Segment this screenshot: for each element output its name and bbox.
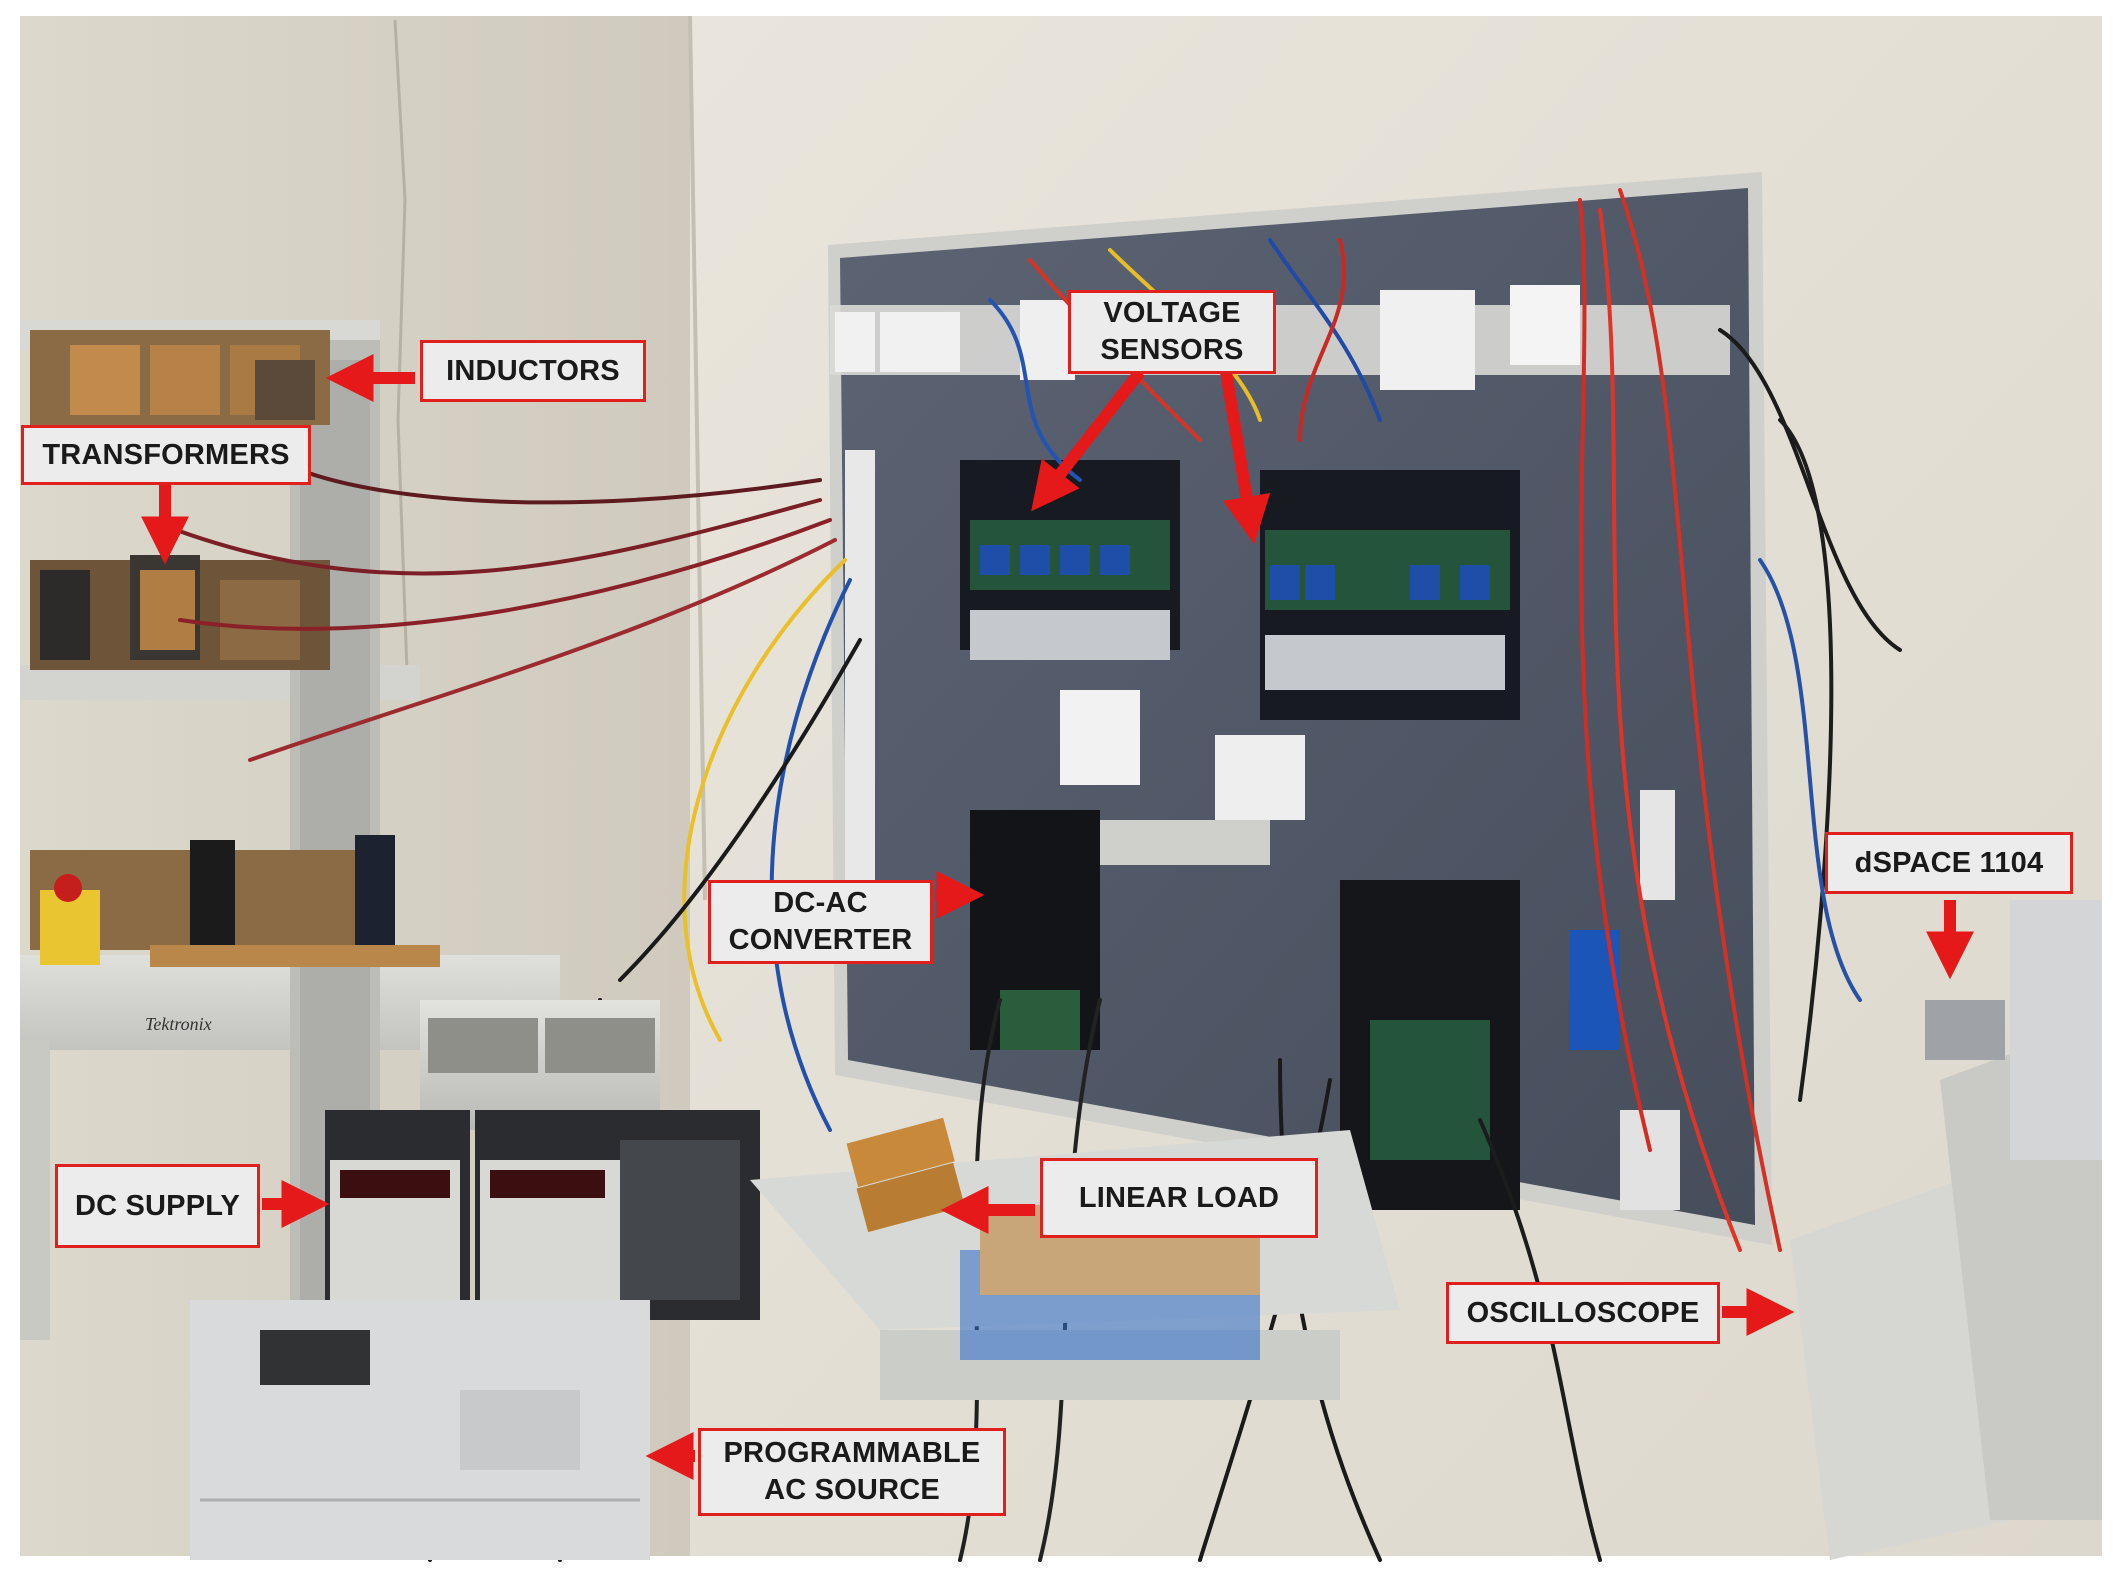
callout-oscilloscope: OSCILLOSCOPE [1446, 1282, 1720, 1344]
callout-dc-ac-line1: DC-AC [773, 887, 868, 919]
callout-dc-ac-converter: DC-AC CONVERTER [708, 880, 933, 964]
lower-shelf-devices [30, 835, 440, 967]
callout-dc-supply: DC SUPPLY [55, 1164, 260, 1248]
callout-transformers-text: TRANSFORMERS [42, 438, 290, 471]
tektronix-logo-text: Tektronix [145, 1014, 212, 1034]
dspace-unit [1925, 900, 2102, 1160]
callout-inductors-text: INDUCTORS [446, 354, 620, 387]
callout-programmable-ac-source: PROGRAMMABLE AC SOURCE [698, 1428, 1006, 1516]
callout-linear-load-text: LINEAR LOAD [1078, 1181, 1280, 1214]
callout-oscilloscope-text: OSCILLOSCOPE [1466, 1296, 1700, 1329]
transformer-bank [30, 555, 330, 670]
programmable-ac-source [190, 1300, 650, 1560]
control-board [828, 172, 1772, 1245]
dc-supply-units [325, 1000, 760, 1320]
callout-prog-ac-line2: AC SOURCE [764, 1474, 940, 1506]
callout-dc-supply-text: DC SUPPLY [74, 1189, 241, 1222]
callout-dspace-text: dSPACE 1104 [1854, 846, 2044, 879]
callout-voltage-sensors-line2: SENSORS [1100, 334, 1244, 366]
callout-transformers: TRANSFORMERS [21, 425, 311, 485]
oscilloscope-unit [1790, 1020, 2102, 1560]
inductor-bank [30, 330, 330, 425]
callout-dspace-1104: dSPACE 1104 [1825, 832, 2073, 894]
callout-prog-ac-line1: PROGRAMMABLE [723, 1437, 981, 1469]
arrow-voltage-sensors-right [1220, 371, 1271, 545]
callout-inductors: INDUCTORS [420, 340, 646, 402]
callout-dc-ac-line2: CONVERTER [728, 924, 913, 956]
arrow-voltage-sensors-left [1031, 368, 1145, 512]
callout-voltage-sensors-line1: VOLTAGE [1103, 297, 1241, 329]
linear-load-resistors [846, 1117, 965, 1233]
callout-linear-load: LINEAR LOAD [1040, 1158, 1318, 1238]
callout-voltage-sensors: VOLTAGE SENSORS [1068, 290, 1276, 374]
